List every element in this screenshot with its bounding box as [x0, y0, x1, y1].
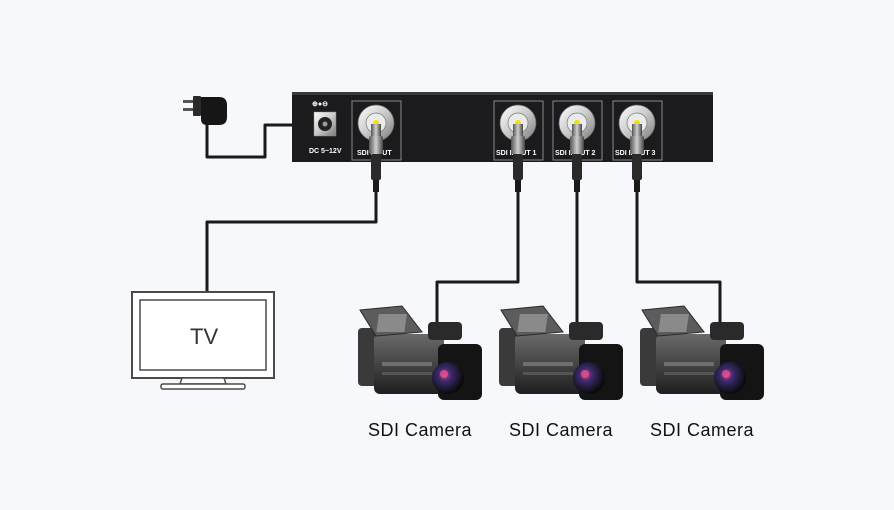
sdi-device: ⊕●⊖ DC 5~12V SDI INPUT SDI INPUT 1 [292, 92, 713, 162]
bnc-plug-icon [570, 124, 584, 192]
bnc-plug-icon [369, 124, 383, 192]
camera-1-caption: SDI Camera [368, 420, 473, 440]
cables [205, 120, 722, 322]
bnc-plug-icon [511, 124, 525, 192]
tv-label: TV [190, 324, 218, 349]
camera-2: SDI Camera [499, 305, 623, 440]
camera-2-caption: SDI Camera [509, 420, 614, 440]
power-cable [205, 120, 292, 159]
camera-3: SDI Camera [640, 305, 764, 440]
camcorder-icon [358, 305, 482, 400]
dc-power-jack[interactable] [313, 111, 337, 137]
camcorder-icon [640, 305, 764, 400]
power-adapter-icon [183, 96, 227, 125]
tv-icon: TV [131, 291, 275, 390]
camera-3-caption: SDI Camera [650, 420, 755, 440]
camera-1-cable [435, 190, 520, 322]
camera-1: SDI Camera [358, 305, 482, 440]
tv-cable [205, 190, 378, 292]
bnc-plug-icon [630, 124, 644, 192]
camcorder-icon [499, 305, 623, 400]
polarity-symbols: ⊕●⊖ [312, 101, 328, 108]
camera-3-cable [635, 190, 722, 322]
power-label: DC 5~12V [309, 148, 342, 155]
bnc-plugs [369, 124, 644, 192]
